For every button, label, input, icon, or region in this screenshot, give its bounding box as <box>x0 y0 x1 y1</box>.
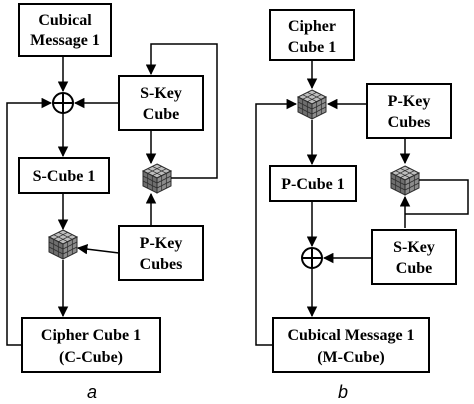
feedback-cipher-to-xor-a <box>6 97 53 346</box>
xor-icon-b <box>301 247 323 269</box>
p-key-cubes-label-b-line1: P-Key <box>388 93 431 110</box>
cipher-cube-label-b-line1: Cipher <box>288 18 336 35</box>
s-key-cube-box-a <box>118 75 204 131</box>
cipher-cube-label-a-line2: (C-Cube) <box>59 349 123 366</box>
panel-a: Cubical Message 1 S-Key Cube S-Cube 1 P-… <box>6 3 218 402</box>
arrow-pkey-to-lower-cube-a <box>76 243 120 255</box>
rubiks-cube-icon-b-upper <box>297 89 327 120</box>
s-cube-box-a <box>18 157 110 194</box>
cubical-message-label-b-line1: Cubical Message 1 <box>287 327 414 344</box>
caption-b: b <box>338 382 348 402</box>
cubical-message-label-b-line2: (M-Cube) <box>317 349 385 366</box>
cubical-message-label-a-line2: Message 1 <box>30 32 100 49</box>
p-key-cubes-label-b-line2: Cubes <box>388 114 431 131</box>
cipher-cube-label-a-line1: Cipher Cube 1 <box>41 327 141 344</box>
p-key-cubes-box-b <box>366 83 452 139</box>
cubical-message-label-a-line1: Cubical <box>38 12 92 29</box>
cubical-message-box-b <box>272 317 430 373</box>
cipher-cube-box-b <box>269 9 355 61</box>
s-key-cube-label-a-line1: S-Key <box>140 85 182 102</box>
rubiks-cube-icon-a-lower <box>48 229 78 260</box>
cubical-message-box-a <box>18 3 112 57</box>
loop-right-cube-b <box>405 179 469 215</box>
p-key-cubes-label-a-line1: P-Key <box>140 235 183 252</box>
s-key-cube-label-b-line1: S-Key <box>393 239 435 256</box>
rubiks-cube-icon-b-right <box>390 165 420 196</box>
p-cube-label-b: P-Cube 1 <box>281 176 345 193</box>
xor-icon-a <box>52 92 74 114</box>
p-key-cubes-label-a-line2: Cubes <box>140 256 183 273</box>
feedback-message-to-cube-b <box>255 98 298 346</box>
s-key-cube-label-b-line2: Cube <box>396 260 432 277</box>
panel-b: Cipher Cube 1 P-Key Cubes P-Cube 1 S-Key… <box>255 9 469 402</box>
caption-a: a <box>87 382 97 402</box>
s-key-cube-label-a-line2: Cube <box>143 106 179 123</box>
cipher-cube-label-b-line2: Cube 1 <box>288 39 336 56</box>
feedback-cube-to-skey-a <box>145 43 218 179</box>
s-key-cube-box-b <box>371 229 457 285</box>
p-key-cubes-box-a <box>118 225 204 281</box>
p-cube-box-b <box>269 165 357 202</box>
rubiks-cube-icon-a-upper <box>142 163 172 194</box>
s-cube-label-a: S-Cube 1 <box>33 168 96 185</box>
cipher-cube-box-a <box>21 317 161 373</box>
